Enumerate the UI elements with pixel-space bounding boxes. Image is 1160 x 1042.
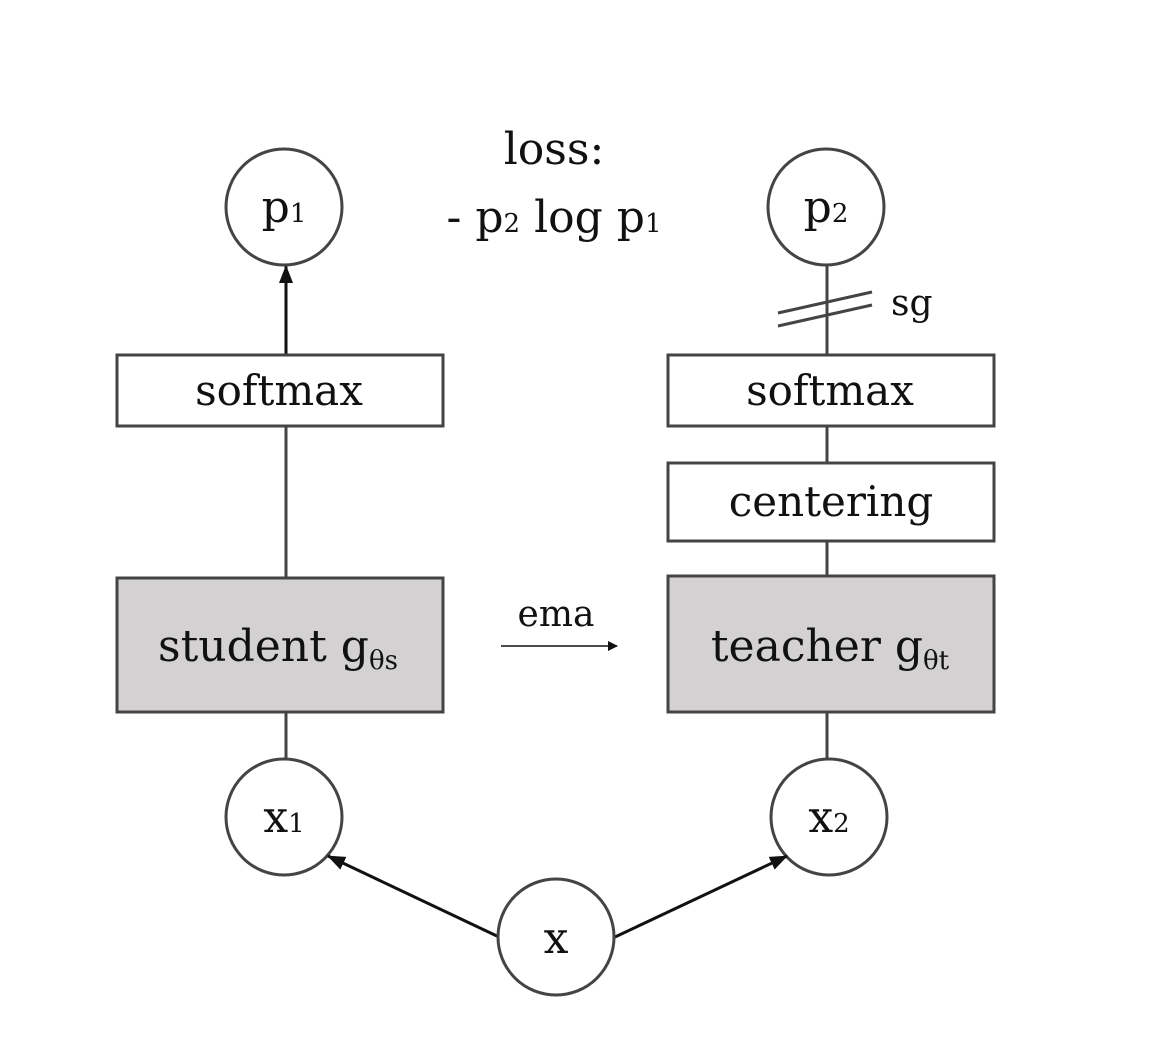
loss-expression: - p2 log p1 (447, 192, 662, 243)
teacher-softmax-label: softmax (746, 366, 914, 415)
teacher-network-label: teacher gθt (711, 621, 950, 676)
student-output-label: p1 (262, 182, 307, 233)
student-input-label: x1 (263, 792, 304, 843)
loss-mid: log p (520, 192, 645, 243)
teacher-branch: sg p2 softmax centering teacher gθt x2 (666, 147, 996, 877)
x-to-x2-arrow (614, 854, 788, 939)
stop-gradient-label: sg (891, 283, 933, 324)
student-input-node (224, 757, 344, 877)
ema-label: ema (518, 594, 595, 635)
student-softmax-label: softmax (195, 366, 363, 415)
teacher-network-box (666, 574, 996, 714)
student-network-label: student gθs (158, 621, 398, 676)
x-to-x1-arrow (327, 854, 500, 939)
source-node (496, 877, 616, 997)
teacher-centering-label: centering (729, 477, 934, 526)
source-label: x (544, 913, 569, 964)
student-network-box (115, 576, 445, 714)
teacher-output-node (766, 147, 886, 267)
teacher-input-node (769, 757, 889, 877)
teacher-input-label: x2 (808, 792, 849, 843)
teacher-output-label: p2 (804, 182, 849, 233)
stop-gradient-mark-2 (777, 303, 873, 328)
student-output-node (224, 147, 344, 267)
loss-prefix: - p (447, 192, 504, 243)
loss-title: loss: (504, 124, 605, 175)
loss-sub-1: 2 (504, 209, 521, 239)
stop-gradient-mark-1 (777, 290, 873, 315)
teacher-centering-box (666, 461, 996, 543)
teacher-softmax-box (666, 353, 996, 428)
student-branch: p1 softmax student gθs x1 (115, 147, 445, 877)
student-softmax-box (115, 353, 445, 428)
loss-sub-2: 1 (645, 209, 662, 239)
